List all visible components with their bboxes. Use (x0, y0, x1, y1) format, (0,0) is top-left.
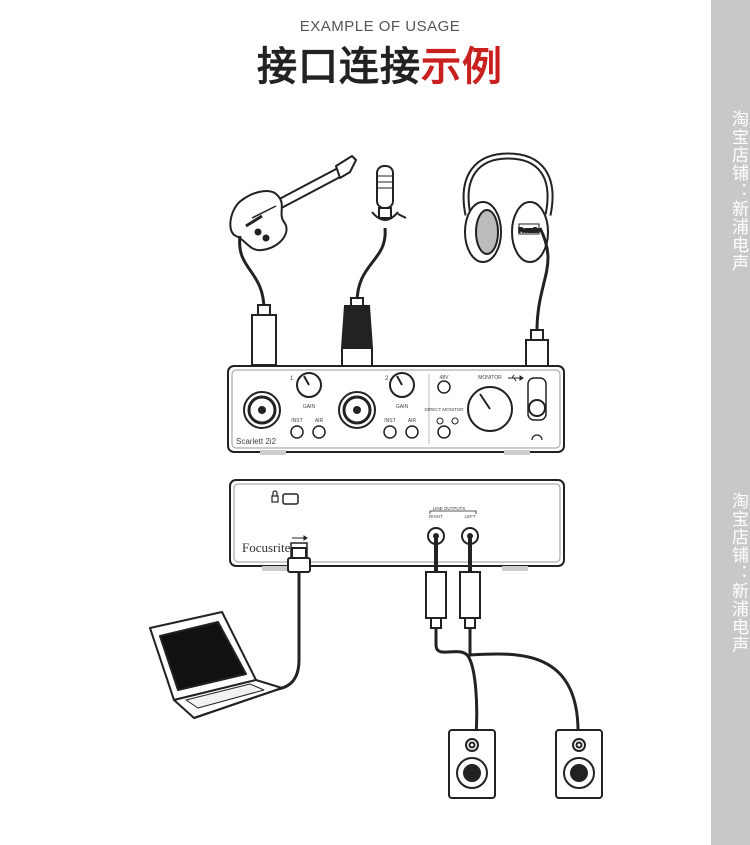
left-speaker-cable (468, 628, 580, 737)
line-outputs-label: LINE OUTPUTS (433, 506, 466, 511)
scarlett-rear-panel: Focusrite LINE OUTPUTS RIGHT LEFT (229, 479, 565, 571)
gain-label-1: GAIN (303, 404, 316, 410)
scarlett-front-panel: 1 2 GAIN GAIN INST AIR INST AIR 48V DIRE… (227, 365, 565, 455)
kensington-slot (282, 493, 299, 505)
guitar-cable (238, 235, 266, 311)
inst-label-1: INST (291, 418, 302, 424)
gain-label-2: GAIN (396, 404, 409, 410)
headphone-output[interactable] (528, 399, 546, 417)
inst-label-2: INST (384, 418, 395, 424)
watermark-text-top: 淘宝店铺：新浦电声 (728, 110, 748, 272)
air-button-1[interactable] (312, 425, 326, 439)
monitor-label: MONITOR (478, 375, 502, 381)
speaker-right-icon (448, 729, 496, 799)
rear-brand: Focusrite (242, 540, 291, 555)
air-label-1: AIR (315, 418, 324, 424)
watermark-sidebar: 淘宝店铺：新浦电声 淘宝店铺：新浦电声 (711, 0, 750, 845)
rear-usb-icon (292, 535, 308, 541)
monitor-knob[interactable] (467, 386, 513, 432)
headphones-icon: Focusrite (462, 152, 554, 263)
air-button-2[interactable] (405, 425, 419, 439)
combo-input-1[interactable] (243, 391, 281, 429)
subtitle: EXAMPLE OF USAGE (299, 18, 461, 35)
lock-icon (271, 490, 279, 503)
model-name: Scarlett 2i2 (236, 437, 277, 446)
output-cables (265, 572, 580, 737)
phantom-power-button[interactable] (437, 380, 451, 394)
title-accent: 示例 (421, 44, 503, 90)
electric-guitar-icon (229, 155, 357, 252)
speaker-left-icon (555, 729, 603, 799)
laptop-icon (149, 611, 283, 719)
gain-knob-2[interactable] (389, 372, 415, 398)
input-cables (238, 227, 550, 336)
headphone-output-icon (531, 434, 543, 441)
left-output-label: LEFT (464, 514, 475, 519)
headphone-cable (535, 227, 550, 336)
headphone-brand: Focusrite (519, 228, 540, 234)
mic-cable (355, 227, 387, 306)
channel-2-number: 2 (385, 376, 389, 382)
watermark-text-bottom: 淘宝店铺：新浦电声 (728, 492, 748, 654)
combo-input-2[interactable] (338, 391, 376, 429)
title-main: 接口连接 (257, 44, 421, 90)
gain-knob-1[interactable] (296, 372, 322, 398)
inst-button-2[interactable] (383, 425, 397, 439)
direct-monitor-button[interactable] (437, 425, 451, 439)
channel-1-number: 1 (290, 376, 294, 382)
page-title: 接口连接示例 (0, 43, 750, 91)
phantom-power-label: 48V (440, 375, 450, 381)
usb-plug (287, 547, 311, 573)
connection-diagram: Focusrite (149, 152, 603, 799)
microphone-icon (371, 165, 407, 221)
air-label-2: AIR (408, 418, 417, 424)
right-output-label: RIGHT (429, 514, 443, 519)
right-speaker-cable (434, 628, 479, 737)
direct-monitor-label: DIRECT MONITOR (424, 407, 464, 412)
usb-cable (265, 572, 301, 692)
output-jack-plugs (425, 536, 481, 629)
header: EXAMPLE OF USAGE 接口连接示例 (0, 18, 750, 91)
inst-button-1[interactable] (290, 425, 304, 439)
usb-icon (508, 374, 524, 382)
